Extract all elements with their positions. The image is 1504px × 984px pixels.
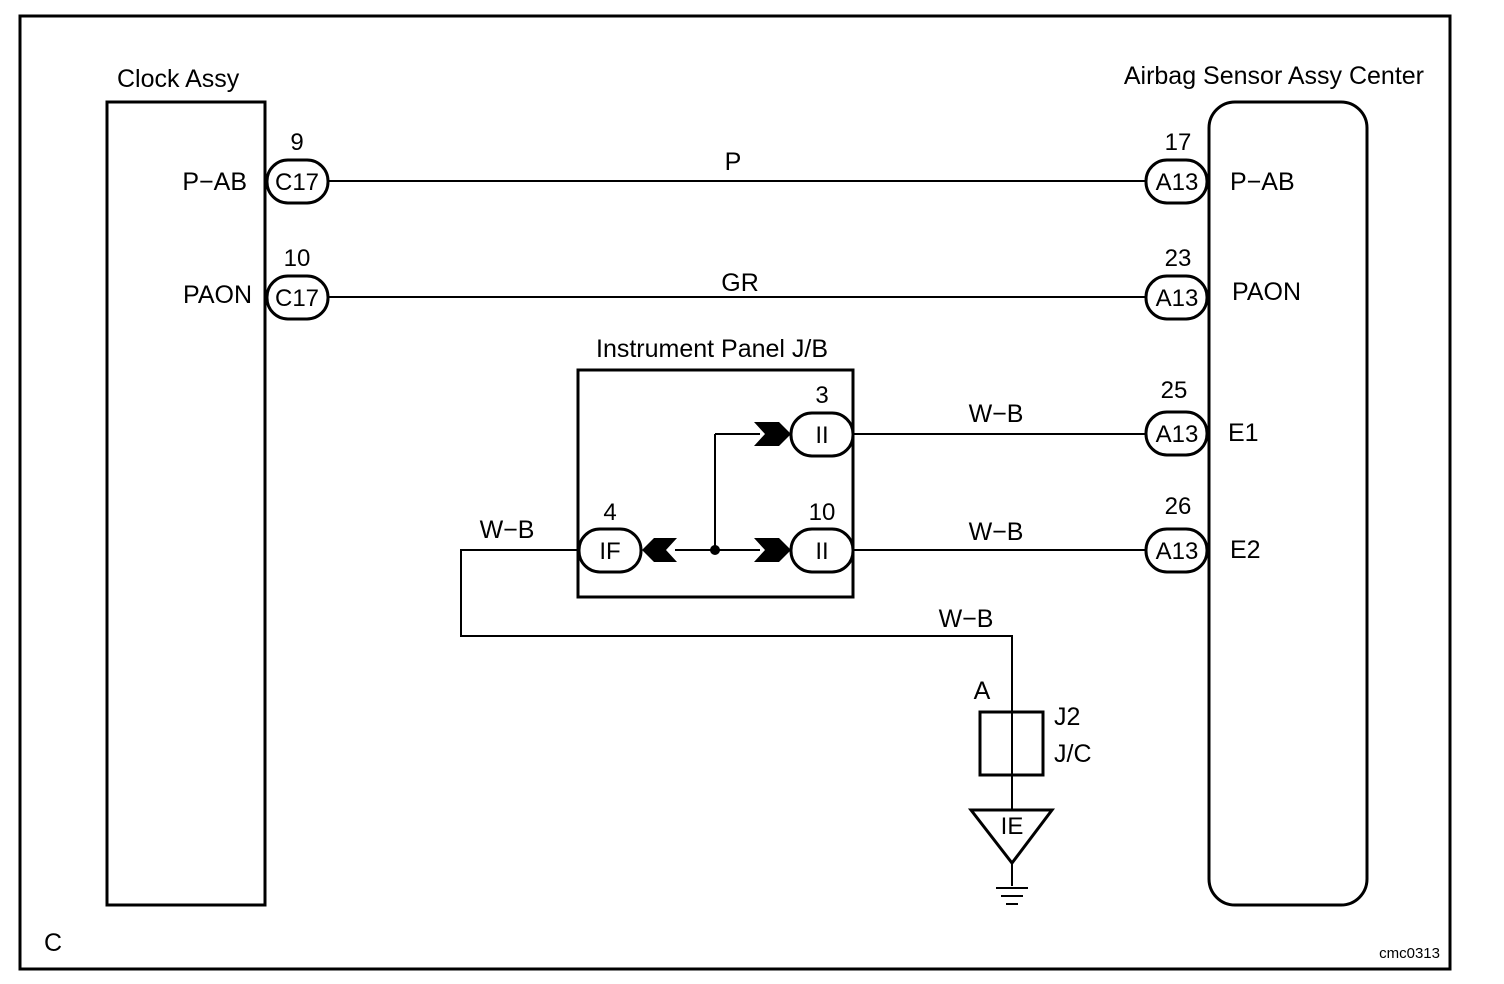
clock-assy-box xyxy=(105,100,267,907)
airbag-pin-e1: E1 xyxy=(1228,419,1259,447)
wire-wb-ground-run xyxy=(460,549,1013,712)
airbag-sensor-title: Airbag Sensor Assy Center xyxy=(1124,62,1424,90)
diagram-frame xyxy=(18,14,1452,971)
connector-a13-pab-label: A13 xyxy=(1156,169,1199,196)
connector-ii-top-label: II xyxy=(815,422,828,449)
pin-number-a13-pab: 17 xyxy=(1165,129,1192,156)
pin-number-a13-e1: 25 xyxy=(1161,377,1188,404)
connector-if xyxy=(577,527,643,574)
corner-letter: C xyxy=(44,929,62,957)
connector-a13-paon xyxy=(1144,274,1209,321)
instrument-panel-jb-box xyxy=(576,368,855,599)
terminal-arrow-if xyxy=(642,538,677,562)
junction-name: J2 xyxy=(1054,703,1080,731)
airbag-pin-paon: PAON xyxy=(1232,278,1301,306)
connector-a13-e2-label: A13 xyxy=(1156,538,1199,565)
wire-wb-ground-label: W−B xyxy=(939,605,994,633)
junction-point-label: A xyxy=(974,677,991,705)
ground-point-ie xyxy=(967,808,1056,866)
connector-ii-bottom-label: II xyxy=(815,538,828,565)
wire-wb-e1-label: W−B xyxy=(969,400,1024,428)
wire-p-label: P xyxy=(725,148,742,176)
ground-point-ie-label: IE xyxy=(1001,813,1024,840)
connector-a13-paon-label: A13 xyxy=(1156,285,1199,312)
airbag-sensor-box xyxy=(1207,100,1369,907)
clock-pin-paon: PAON xyxy=(183,281,252,309)
pin-number-if: 4 xyxy=(603,499,616,526)
airbag-pin-e2: E2 xyxy=(1230,536,1261,564)
clock-pin-pab: P−AB xyxy=(182,168,247,196)
wire-gr-label: GR xyxy=(721,269,759,297)
pin-number-ii-top: 3 xyxy=(815,382,828,409)
pin-number-a13-e2: 26 xyxy=(1165,493,1192,520)
figure-code: cmc0313 xyxy=(1379,945,1440,962)
pin-number-c17-paon: 10 xyxy=(284,245,311,272)
connector-c17-paon xyxy=(265,274,330,321)
pin-number-ii-bottom: 10 xyxy=(809,499,836,526)
wire-wb-e2-label: W−B xyxy=(969,518,1024,546)
terminal-arrow-ii-bottom xyxy=(754,538,791,562)
connector-a13-pab xyxy=(1144,158,1209,205)
connector-c17-pab xyxy=(265,158,330,205)
connector-if-label: IF xyxy=(599,538,620,565)
instrument-panel-jb-title: Instrument Panel J/B xyxy=(596,335,828,363)
connector-a13-e1-label: A13 xyxy=(1156,421,1199,448)
pin-number-c17-pab: 9 xyxy=(290,129,303,156)
splice-point xyxy=(710,545,720,555)
connector-ii-top xyxy=(789,411,855,458)
junction-type: J/C xyxy=(1054,740,1092,768)
connector-c17-pab-label: C17 xyxy=(275,169,319,196)
connector-c17-paon-label: C17 xyxy=(275,285,319,312)
connector-ii-bottom xyxy=(789,527,855,574)
wire-wb-if-label: W−B xyxy=(480,516,535,544)
pin-number-a13-paon: 23 xyxy=(1165,245,1192,272)
clock-assy-title: Clock Assy xyxy=(117,65,240,93)
airbag-pin-pab: P−AB xyxy=(1230,168,1295,196)
terminal-arrow-ii-top xyxy=(754,422,791,446)
